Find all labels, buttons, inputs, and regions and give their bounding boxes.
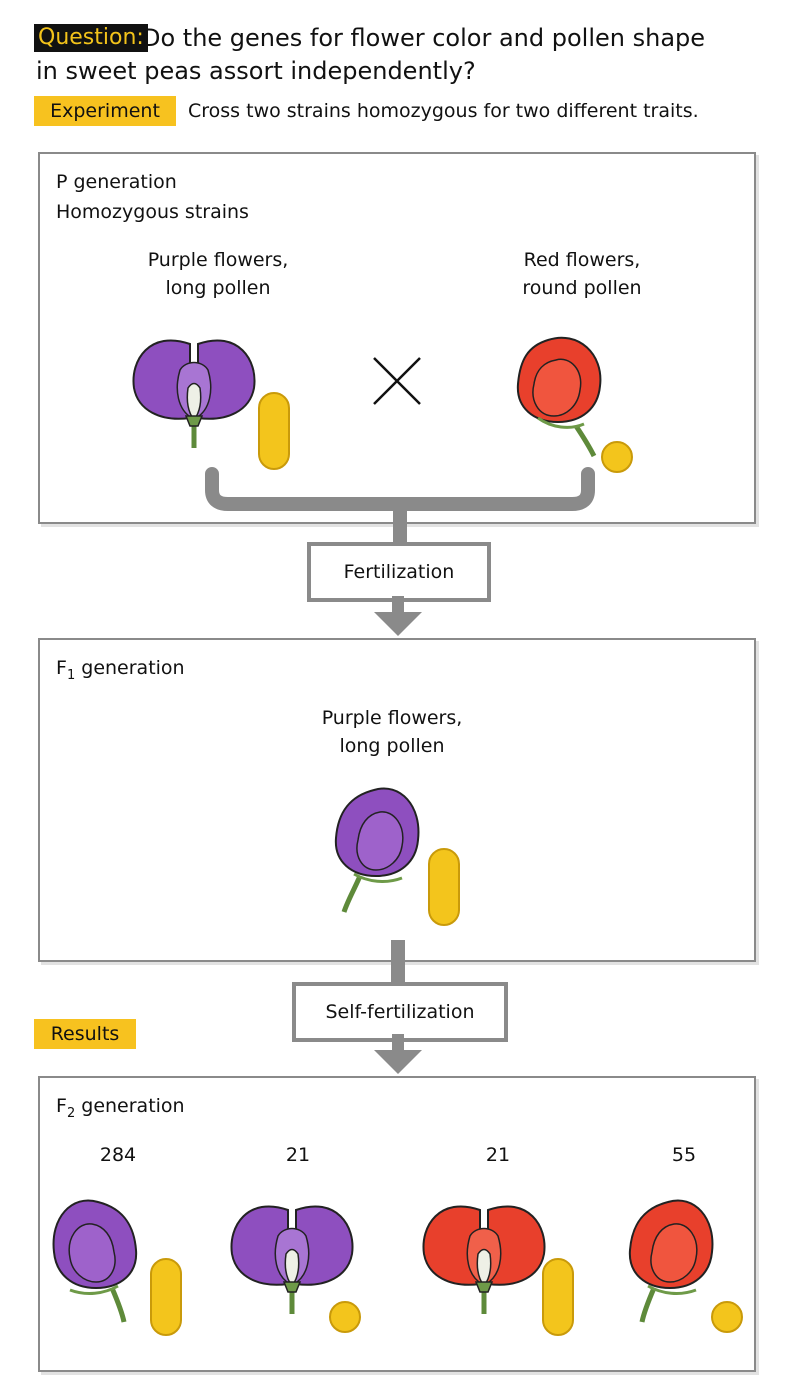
red-flower-icon <box>516 336 602 458</box>
p-right-label: Red flowers, round pollen <box>472 246 692 302</box>
red-flower-side-icon <box>628 1199 714 1323</box>
fertilization-step-box: Fertilization <box>307 542 491 602</box>
purple-flower-icon <box>132 339 256 448</box>
f2-title-sub: 2 <box>66 1105 76 1121</box>
experiment-text: Cross two strains homozygous for two dif… <box>188 100 699 122</box>
long-pollen-icon <box>428 848 460 926</box>
red-flower-icon <box>422 1205 546 1314</box>
purple-flower-side-icon <box>334 787 420 913</box>
question-text-line2: in sweet peas assort independently? <box>36 57 476 85</box>
p-generation-subtitle: Homozygous strains <box>56 201 249 223</box>
purple-flower-side-icon <box>52 1199 138 1323</box>
p-left-label-line2: long pollen <box>165 277 271 299</box>
long-pollen-icon <box>258 392 290 470</box>
f2-generation-title: F2 generation <box>56 1092 185 1128</box>
down-arrow-icon <box>374 1034 422 1074</box>
f2-count-1: 284 <box>99 1144 137 1166</box>
long-pollen-icon <box>150 1258 182 1336</box>
merge-bracket <box>205 467 595 555</box>
round-pollen-icon <box>329 1301 361 1333</box>
long-pollen-icon <box>542 1258 574 1336</box>
round-pollen-icon <box>711 1301 743 1333</box>
f1-label-line1: Purple flowers, <box>321 707 463 729</box>
question-text-line1: Do the genes for flower color and pollen… <box>142 24 706 52</box>
p-generation-title: P generation <box>56 171 177 193</box>
f1-label-line2: long pollen <box>339 735 445 757</box>
p-right-label-line2: round pollen <box>522 277 642 299</box>
p-generation-panel <box>38 152 756 524</box>
experiment-label: Experiment <box>34 96 176 126</box>
f1-label: Purple flowers, long pollen <box>282 704 502 760</box>
f1-title-sub: 1 <box>66 667 76 683</box>
f1-title-suffix: generation <box>75 657 185 679</box>
purple-flower-icon <box>230 1205 354 1314</box>
round-pollen-icon <box>601 441 633 473</box>
p-right-label-line1: Red flowers, <box>523 249 641 271</box>
question-label: Question: <box>34 24 148 52</box>
down-arrow-icon <box>374 596 422 636</box>
p-left-label: Purple flowers, long pollen <box>108 246 328 302</box>
f2-count-2: 21 <box>285 1144 311 1166</box>
f2-count-4: 55 <box>671 1144 697 1166</box>
self-fertilization-step-box: Self-fertilization <box>292 982 508 1042</box>
f1-generation-title: F1 generation <box>56 654 185 690</box>
f2-title-suffix: generation <box>75 1095 185 1117</box>
f2-count-3: 21 <box>485 1144 511 1166</box>
f1-title-prefix: F <box>56 657 67 679</box>
f2-title-prefix: F <box>56 1095 67 1117</box>
results-label: Results <box>34 1019 136 1049</box>
cross-symbol-icon <box>373 357 421 405</box>
p-left-label-line1: Purple flowers, <box>147 249 289 271</box>
connector-line <box>391 940 405 986</box>
